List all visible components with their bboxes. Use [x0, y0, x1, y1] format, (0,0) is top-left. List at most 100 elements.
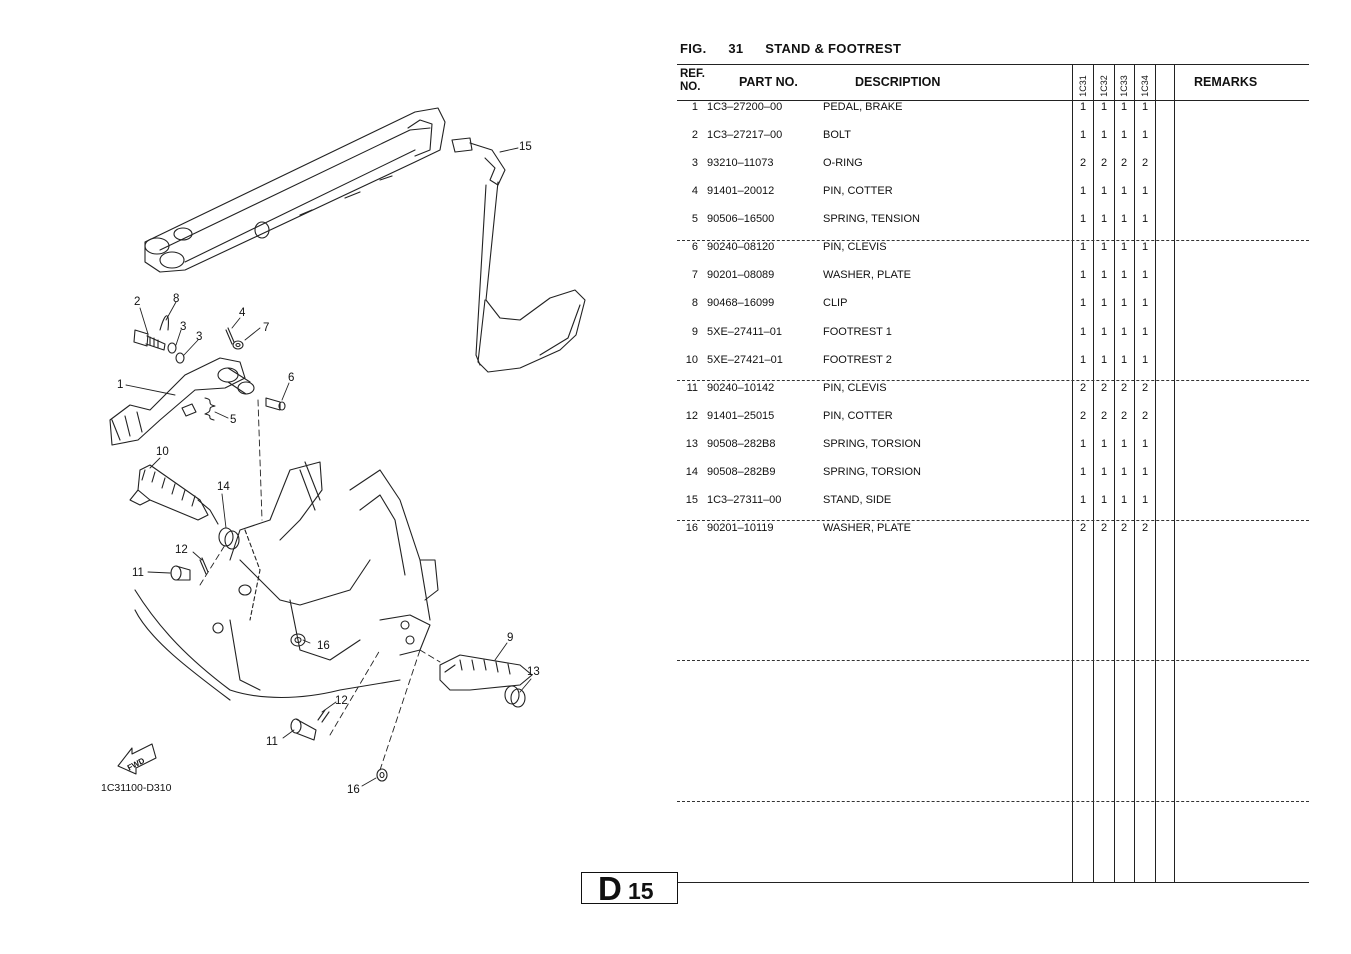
description-cell: CLIP [823, 297, 848, 310]
quantity-cell: 1 [1141, 465, 1149, 478]
quantity-cell: 2 [1079, 157, 1087, 170]
quantity-cell: 1 [1079, 465, 1087, 478]
quantity-cell: 1 [1120, 465, 1128, 478]
bolt-orings-drawing [133, 315, 185, 364]
part-no-cell: 1C3–27311–00 [707, 493, 782, 506]
description-cell: WASHER, PLATE [823, 522, 912, 535]
header-model: 1C32 [1099, 75, 1109, 97]
description-cell: SPRING, TORSION [823, 437, 922, 450]
quantity-cell: 1 [1141, 493, 1149, 506]
quantity-cell: 1 [1120, 129, 1128, 142]
callout-label: 9 [507, 632, 513, 644]
description-cell: WASHER, PLATE [823, 269, 912, 282]
page-section-letter: D [598, 870, 622, 907]
callout-label: 14 [217, 481, 230, 493]
fwd-arrow-icon [117, 743, 157, 775]
quantity-cell: 1 [1100, 241, 1108, 254]
ref-no-cell: 6 [691, 241, 698, 254]
page-number-box: D 15 [581, 870, 678, 907]
quantity-cell: 1 [1100, 465, 1108, 478]
quantity-cell: 1 [1141, 213, 1149, 226]
ref-no-cell: 14 [685, 465, 698, 478]
description-cell: PIN, COTTER [823, 409, 893, 422]
quantity-cell: 2 [1120, 409, 1128, 422]
quantity-cell: 1 [1079, 129, 1087, 142]
description-cell: PIN, CLEVIS [823, 241, 887, 254]
ref-no-cell: 2 [691, 129, 698, 142]
callout-label: 7 [263, 322, 269, 334]
quantity-cell: 1 [1079, 493, 1087, 506]
header-model: 1C34 [1140, 75, 1150, 97]
part-no-cell: 93210–11073 [707, 157, 774, 170]
header-description: DESCRIPTION [855, 75, 941, 89]
quantity-cell: 2 [1079, 381, 1087, 394]
figure-title: FIG. 31 STAND & FOOTREST [680, 41, 901, 56]
torsion-springs-drawing [218, 527, 526, 708]
table-top-rule [677, 64, 1309, 65]
quantity-cell: 1 [1120, 353, 1128, 366]
ref-no-cell: 11 [686, 381, 698, 394]
quantity-cell: 2 [1120, 157, 1128, 170]
column-divider [1093, 64, 1094, 882]
parts-table: REF.NO. PART NO. DESCRIPTION REMARKS 1C3… [677, 64, 1309, 882]
quantity-cell: 2 [1120, 522, 1128, 535]
bottom-rule [677, 882, 1309, 883]
description-cell: SPRING, TENSION [823, 213, 920, 226]
quantity-cell: 1 [1100, 353, 1108, 366]
part-no-cell: 90240–08120 [707, 241, 775, 254]
column-divider [1174, 64, 1175, 882]
description-cell: FOOTREST 1 [823, 325, 892, 338]
quantity-cell: 2 [1079, 522, 1087, 535]
table-header-rule [677, 100, 1309, 101]
quantity-cell: 1 [1100, 493, 1108, 506]
quantity-cell: 1 [1141, 437, 1149, 450]
group-divider [677, 380, 1309, 381]
quantity-cell: 1 [1079, 185, 1087, 198]
quantity-cell: 1 [1079, 297, 1087, 310]
quantity-cell: 1 [1100, 185, 1108, 198]
quantity-cell: 1 [1100, 437, 1108, 450]
diagram-code: 1C31100-D310 [101, 782, 172, 794]
header-remarks: REMARKS [1194, 75, 1258, 89]
quantity-cell: 1 [1100, 129, 1108, 142]
ref-no-cell: 13 [685, 437, 698, 450]
quantity-cell: 1 [1141, 129, 1149, 142]
part-no-cell: 5XE–27421–01 [707, 353, 783, 366]
figure-label: FIG. [680, 41, 707, 56]
part-no-cell: 90508–282B9 [707, 465, 776, 478]
quantity-cell: 1 [1100, 325, 1108, 338]
footrest-2-drawing [129, 464, 219, 525]
quantity-cell: 1 [1100, 101, 1108, 113]
ref-no-cell: 4 [691, 185, 698, 198]
part-no-cell: 90506–16500 [707, 213, 775, 226]
quantity-cell: 1 [1120, 493, 1128, 506]
quantity-cell: 1 [1079, 213, 1087, 226]
ref-no-cell: 7 [691, 269, 698, 282]
callout-label: 4 [239, 307, 246, 319]
part-no-cell: 91401–25015 [707, 409, 775, 422]
part-no-cell: 1C3–27200–00 [707, 101, 783, 113]
quantity-cell: 1 [1120, 437, 1128, 450]
header-ref: REF.NO. [680, 68, 705, 93]
callout-label: 2 [134, 296, 140, 308]
header-part-no: PART NO. [739, 75, 798, 89]
callout-label: 16 [317, 640, 330, 652]
side-stand-drawing [451, 137, 586, 373]
quantity-cell: 1 [1079, 241, 1087, 254]
quantity-cell: 2 [1141, 381, 1149, 394]
ref-no-cell: 1 [691, 101, 698, 113]
callout-label: 12 [335, 695, 348, 707]
description-cell: FOOTREST 2 [823, 353, 892, 366]
